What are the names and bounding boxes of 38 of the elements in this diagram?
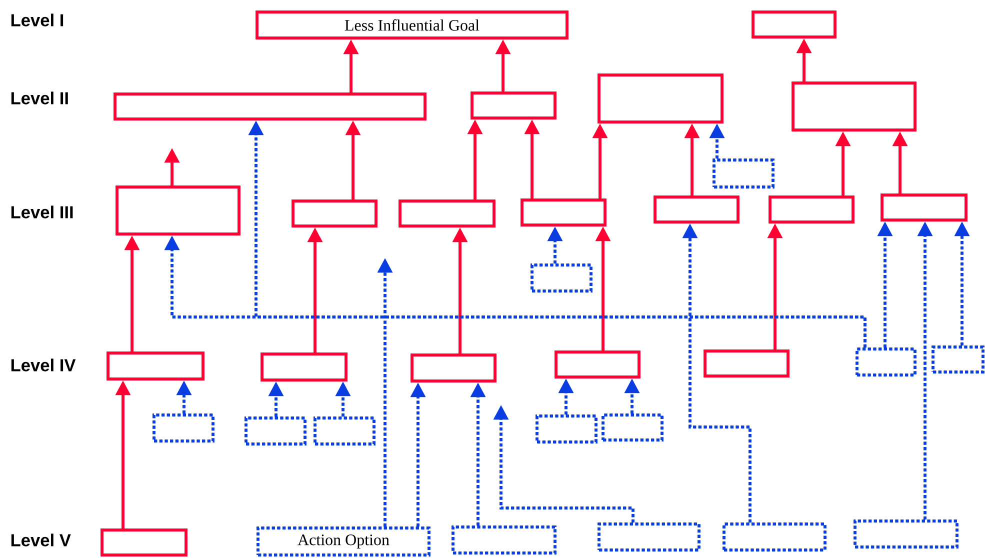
- option-box: [712, 158, 774, 188]
- option-box: [530, 264, 592, 292]
- goal-box: [470, 92, 556, 120]
- goal-box: [752, 10, 836, 38]
- option-box: [452, 526, 556, 554]
- level-label: Level V: [11, 534, 71, 546]
- option-box: [854, 520, 958, 548]
- option-box: [602, 414, 664, 442]
- goal-box: [398, 200, 496, 228]
- level-label: Level II: [11, 92, 68, 104]
- option-box: [932, 346, 984, 374]
- option-box: [536, 414, 598, 444]
- goal-box: [768, 196, 854, 224]
- goal-box: [410, 354, 496, 382]
- level-label: Level I: [11, 14, 64, 26]
- goal-box: Less Influential Goal: [256, 10, 568, 40]
- option-box: [314, 416, 376, 446]
- option-box: [152, 414, 214, 442]
- level-label: Level IV: [11, 358, 76, 372]
- option-box: Action Option: [256, 526, 430, 556]
- goal-box: [598, 74, 724, 124]
- goal-box: [260, 352, 348, 382]
- option-box: [856, 348, 916, 376]
- option-box: [598, 522, 700, 552]
- goal-box: [106, 352, 204, 380]
- goal-box: [792, 82, 916, 132]
- goal-box: [554, 350, 640, 378]
- goal-box: [880, 194, 968, 222]
- goal-box: [116, 186, 240, 236]
- goal-box: [704, 350, 790, 378]
- level-label: Level III: [11, 206, 73, 218]
- goal-box: [520, 198, 606, 226]
- goal-box: [100, 528, 188, 556]
- goal-box: [654, 196, 740, 224]
- option-box: [244, 416, 306, 446]
- option-box: [722, 522, 826, 552]
- goal-box: [292, 200, 378, 228]
- goal-box: [114, 92, 426, 120]
